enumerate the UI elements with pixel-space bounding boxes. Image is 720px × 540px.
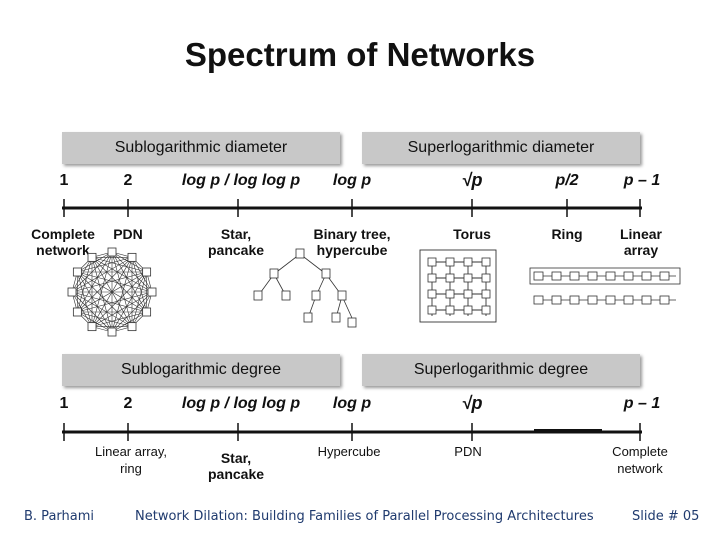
diameter-tick-2: 2 xyxy=(123,172,133,189)
diameter-tick-p2: p/2 xyxy=(555,172,579,189)
superlog-diameter-header: Superlogarithmic diameter xyxy=(362,132,640,164)
degree-tick-sqrtp: √p xyxy=(461,393,483,413)
label-torus: Torus xyxy=(453,226,491,242)
label-ring: Ring xyxy=(551,226,583,242)
degree-label-pdn: PDN xyxy=(454,444,482,459)
sublog-diameter-header: Sublogarithmic diameter xyxy=(62,132,340,164)
degree-tick-1: 1 xyxy=(59,395,69,412)
diameter-tick-1: 1 xyxy=(59,172,69,189)
footer-slide-number: Slide # 05 xyxy=(632,509,700,524)
sublog-degree-header: Sublogarithmic degree xyxy=(62,354,340,386)
label-complete-network: Complete network xyxy=(31,226,95,258)
degree-label-hypercube: Hypercube xyxy=(317,444,381,459)
degree-label-complete-network: Complete network xyxy=(612,444,668,476)
diameter-tick-sqrtp: √p xyxy=(461,170,483,190)
diameter-tick-loglog: log p / log log p xyxy=(181,172,301,189)
label-linear-array: Linear array xyxy=(619,226,663,258)
degree-tick-pminus1: p – 1 xyxy=(623,395,661,412)
diameter-tick-logp: log p xyxy=(332,172,372,189)
degree-label-star-pancake: Star, pancake xyxy=(207,450,265,482)
binary-tree-graphic xyxy=(253,248,357,328)
label-pdn: PDN xyxy=(113,226,143,242)
diameter-tick-pminus1: p – 1 xyxy=(623,172,661,189)
degree-tick-loglog: log p / log log p xyxy=(181,395,301,412)
label-star-pancake: Star, pancake xyxy=(207,226,265,258)
page-title: Spectrum of Networks xyxy=(184,36,536,73)
footer-course-title: Network Dilation: Building Families of P… xyxy=(135,509,594,524)
complete-network-graphic xyxy=(67,247,157,337)
degree-label-linear-ring: Linear array, ring xyxy=(94,444,168,476)
degree-tick-2: 2 xyxy=(123,395,133,412)
label-binary-tree: Binary tree, hypercube xyxy=(313,226,391,258)
superlog-degree-header: Superlogarithmic degree xyxy=(362,354,640,386)
torus-graphic xyxy=(419,249,497,323)
footer-author: B. Parhami xyxy=(24,509,95,524)
degree-tick-logp: log p xyxy=(332,395,372,412)
ring-linear-graphic xyxy=(529,267,681,305)
